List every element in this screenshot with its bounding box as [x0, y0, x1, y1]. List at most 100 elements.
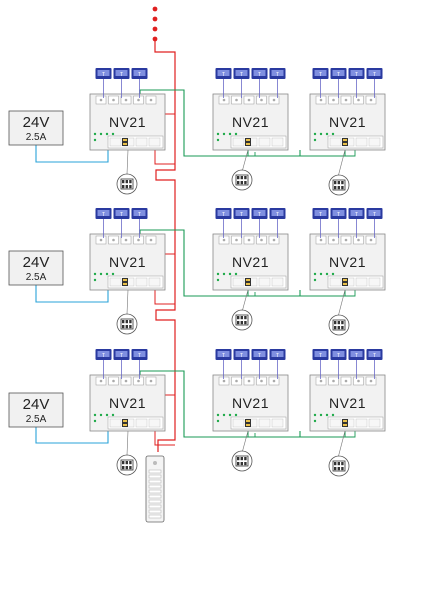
terminal-slot — [232, 418, 245, 428]
status-led — [99, 413, 103, 417]
module-label: NV21 — [329, 395, 366, 411]
sensor-screen — [115, 210, 128, 216]
status-led — [228, 132, 232, 136]
dip-switch — [122, 278, 128, 286]
sensor-label: T — [373, 353, 376, 359]
thermostat-icon: T — [269, 208, 286, 219]
connector-leader — [126, 149, 129, 175]
thermostat-icon: T — [113, 208, 130, 219]
connector-leader — [337, 289, 346, 318]
touch-panel-icon — [145, 455, 165, 523]
connector-pin — [244, 462, 247, 466]
status-led — [234, 272, 238, 276]
sensor-label: T — [373, 212, 376, 218]
sensor-label: T — [276, 72, 279, 78]
connector-pin — [129, 461, 132, 465]
terminal-connector-icon — [231, 169, 253, 191]
status-led — [216, 278, 220, 282]
terminal-screw — [99, 379, 103, 383]
terminal-screw — [112, 238, 115, 242]
red-bus-return — [154, 290, 175, 305]
connector-pin — [237, 457, 240, 461]
panel-key — [148, 494, 162, 499]
sensor-screen — [115, 351, 128, 357]
connector-pin — [122, 320, 125, 324]
status-led — [93, 419, 97, 423]
status-led — [216, 419, 220, 423]
status-led — [319, 272, 323, 276]
thermostat-icon: T — [330, 349, 347, 360]
sensor-label: T — [120, 212, 123, 218]
terminal-screw — [344, 238, 348, 242]
dip-lever — [246, 283, 250, 285]
thermostat-icon: T — [312, 68, 329, 79]
status-led — [105, 413, 109, 417]
terminal-screw — [332, 379, 335, 383]
dip-lever — [343, 420, 347, 422]
terminal-screw — [124, 379, 128, 383]
green-bus-slave — [254, 288, 356, 297]
dip-switch — [342, 138, 348, 146]
sensor-label: T — [355, 72, 358, 78]
sensor-label: T — [138, 353, 141, 359]
terminal-slot — [329, 277, 342, 287]
sensor-screen — [235, 210, 248, 216]
sensor-label: T — [240, 353, 243, 359]
connector-pin — [334, 467, 337, 471]
connector-pin — [337, 321, 340, 325]
connector-pin — [244, 181, 247, 185]
connector-body — [235, 174, 249, 186]
red-bus-trunk — [154, 40, 176, 452]
thermostat-icon: T — [366, 208, 383, 219]
status-led — [331, 413, 335, 417]
sensor-label: T — [138, 72, 141, 78]
status-led — [222, 413, 226, 417]
terminal-screw — [137, 98, 140, 102]
connector-pin — [237, 181, 240, 185]
thermostat-icon: T — [348, 208, 365, 219]
sensor-screen — [368, 351, 381, 357]
sensor-label: T — [337, 72, 340, 78]
thermostat-icon: T — [95, 349, 112, 360]
connector-body — [332, 319, 346, 331]
module-label: NV21 — [329, 254, 366, 270]
terminal-screw — [369, 238, 373, 242]
connector-pin — [341, 467, 344, 471]
status-led — [331, 272, 335, 276]
sensor-label: T — [120, 353, 123, 359]
connector-pin — [237, 316, 240, 320]
terminal-screw — [247, 98, 251, 102]
terminal-screw — [260, 98, 263, 102]
psu-voltage: 24V — [23, 396, 50, 413]
connector-pin — [240, 316, 243, 320]
connector-pin — [122, 180, 125, 184]
terminal-screw — [235, 379, 238, 383]
connector-pin — [240, 321, 243, 325]
connector-pin — [337, 467, 340, 471]
terminal-screw — [235, 98, 238, 102]
sensor-screen — [235, 70, 248, 76]
sensor-label: T — [355, 212, 358, 218]
dip-lever — [343, 279, 347, 281]
connector-leader — [126, 289, 129, 315]
bus-wires — [35, 40, 356, 459]
dip-switch — [342, 278, 348, 286]
terminal-slot — [355, 137, 368, 147]
green-bus-slave — [254, 148, 356, 157]
thermostat-icon: T — [251, 349, 268, 360]
status-led — [234, 413, 238, 417]
sensor-label: T — [222, 212, 225, 218]
sensor-screen — [368, 210, 381, 216]
terminal-slot — [355, 277, 368, 287]
red-bus-return — [154, 150, 175, 165]
thermostat-icon: T — [215, 208, 232, 219]
dip-switch — [122, 138, 128, 146]
sensor-screen — [217, 351, 230, 357]
sensor-label: T — [258, 212, 261, 218]
